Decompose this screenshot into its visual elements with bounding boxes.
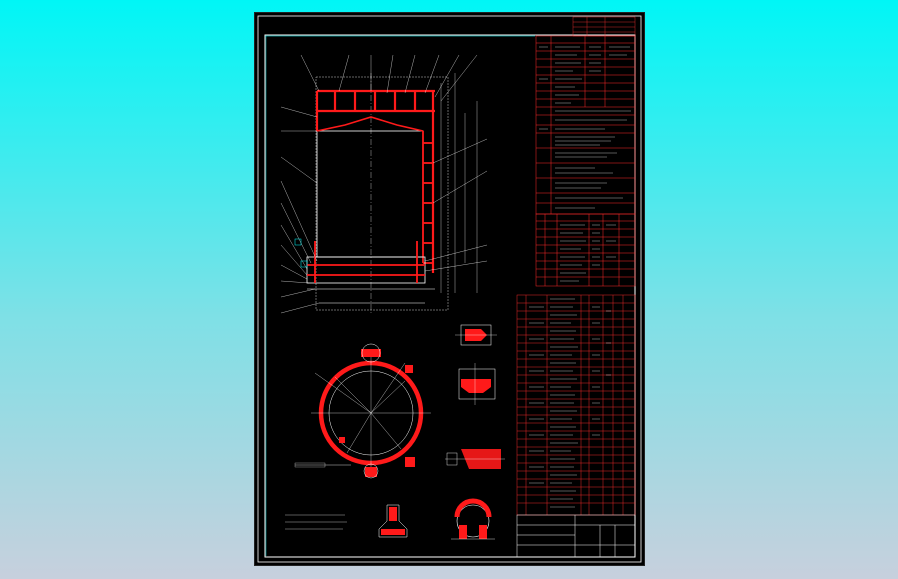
nozzle-table-text [560,224,616,282]
nozzle-table [535,213,636,287]
outer-frame [257,15,642,563]
spec-table-text [539,46,631,209]
parts-list-table [516,294,636,516]
detail-view-c [445,449,505,469]
top-revision-box [572,16,636,37]
title-block [516,514,636,558]
technical-spec-table [535,35,636,215]
detail-view-d [378,504,408,538]
drawing-sheet [255,13,644,565]
detail-view-a [455,324,497,346]
vessel-elevation [280,54,488,314]
parts-list-text [529,298,611,508]
detail-view-e [451,498,495,540]
cad-drawing [257,15,642,563]
detail-view-b [458,363,496,405]
notes-lines [285,514,347,530]
vessel-plan-view [294,343,431,479]
inner-frame [264,34,636,558]
